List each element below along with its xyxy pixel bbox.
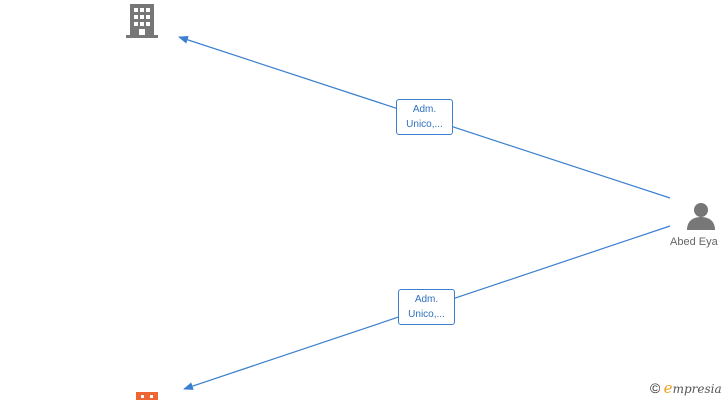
edge-label-top[interactable]: Adm. Unico,... [396, 99, 453, 135]
brand-logo-initial: e [663, 379, 673, 397]
brand-watermark: © empresia [650, 379, 722, 397]
edge-role-line2: Unico,... [406, 119, 443, 130]
edge-role-line1: Adm. [412, 104, 437, 115]
person-name-label[interactable]: Abed Eya [670, 236, 718, 248]
building-icon[interactable] [134, 392, 160, 400]
building-icon[interactable] [126, 4, 158, 38]
edge-role-line2: Unico,... [408, 309, 445, 320]
person-icon[interactable] [686, 201, 716, 231]
brand-logo-text: mpresia [672, 382, 722, 396]
edge-role-line1: Adm. [414, 294, 439, 305]
edge-label-bottom[interactable]: Adm. Unico,... [398, 289, 455, 325]
copyright-symbol: © [650, 380, 661, 396]
